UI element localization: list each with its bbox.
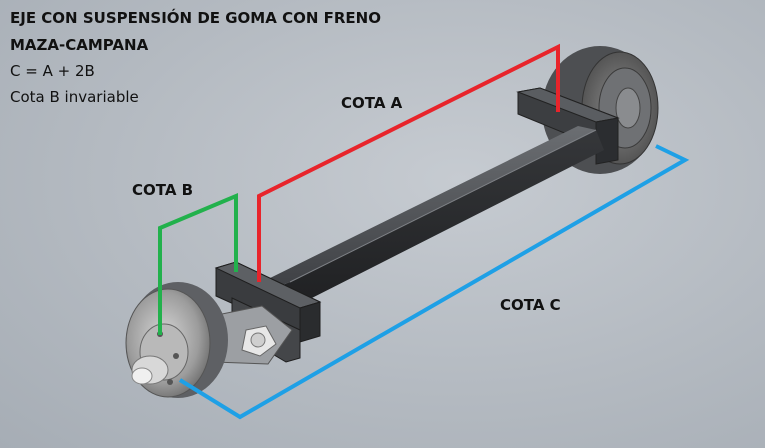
constraint-note: Cota B invariable — [10, 88, 139, 106]
label-cota-a: COTA A — [341, 94, 403, 112]
dimension-line-c — [178, 144, 690, 420]
axle-tube — [262, 126, 604, 310]
suspension-arm — [211, 305, 293, 365]
dimension-line-b — [158, 192, 238, 335]
dimension-line-a — [257, 43, 560, 282]
formula-note: C = A + 2B — [10, 62, 95, 80]
label-cota-b: COTA B — [132, 181, 194, 199]
diagram-title-line-1: EJE CON SUSPENSIÓN DE GOMA CON FRENO — [10, 9, 381, 27]
label-cota-c: COTA C — [500, 296, 561, 314]
left-brake-drum — [125, 282, 228, 398]
diagram-title-line-2: MAZA-CAMPANA — [10, 36, 149, 54]
